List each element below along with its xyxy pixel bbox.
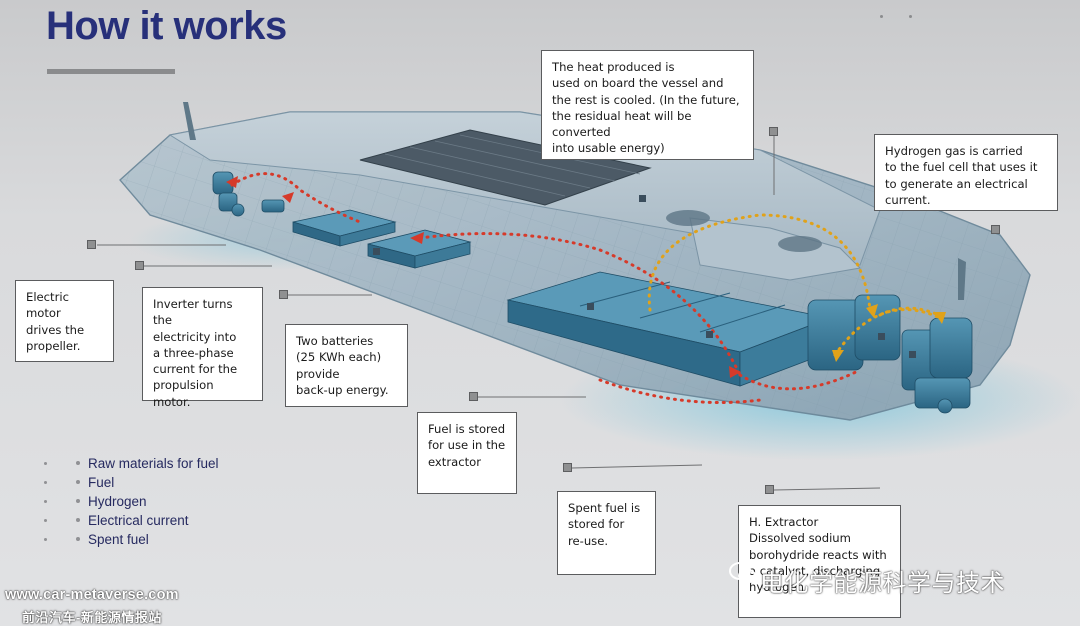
callout-marker bbox=[279, 290, 288, 299]
callout-marker bbox=[135, 261, 144, 270]
watermark-url: www.car-metaverse.com bbox=[5, 587, 179, 603]
hydrogen-path-2 bbox=[833, 308, 942, 357]
ship-markers bbox=[373, 195, 916, 358]
callout-fuel-stored: Fuel is stored for use in the extractor bbox=[417, 412, 517, 494]
deck-hatch-2 bbox=[778, 236, 822, 252]
hydrogen-path-3 bbox=[878, 306, 947, 320]
electric-arrow bbox=[729, 366, 741, 378]
watermark-channel: 电化学能源科学与技术 bbox=[760, 570, 1005, 597]
electric-arrow bbox=[282, 192, 294, 203]
legend-item: Fuel bbox=[44, 473, 219, 492]
bow-mast bbox=[958, 258, 966, 300]
hydrogen-arrow bbox=[832, 350, 844, 362]
electric-current-path bbox=[230, 172, 862, 391]
callout-inverter: Inverter turns the electricity into a th… bbox=[142, 287, 263, 409]
legend: Raw materials for fuel Fuel Hydrogen Ele… bbox=[44, 454, 219, 549]
callout-heat: The heat produced is used on board the v… bbox=[541, 50, 754, 160]
callout-marker bbox=[991, 225, 1000, 234]
callout-electric-motor: Electric motor drives the propeller. bbox=[15, 280, 114, 362]
legend-label: Electrical current bbox=[88, 513, 189, 528]
callout-marker bbox=[87, 240, 96, 249]
fuel-tanks bbox=[506, 271, 832, 387]
decor-dot bbox=[880, 15, 883, 18]
inverter-units bbox=[292, 209, 472, 269]
electric-arrow bbox=[226, 176, 238, 188]
watermark-subtitle: 前沿汽车-新能源情报站 bbox=[22, 610, 162, 625]
callout-marker bbox=[563, 463, 572, 472]
callout-batteries: Two batteries (25 KWh each) provide back… bbox=[285, 324, 408, 407]
legend-label: Hydrogen bbox=[88, 494, 147, 509]
propulsion-motor bbox=[212, 171, 285, 217]
callout-hydrogen: Hydrogen gas is carried to the fuel cell… bbox=[874, 134, 1058, 211]
legend-item: Hydrogen bbox=[44, 492, 219, 511]
leader-lines bbox=[97, 136, 881, 491]
legend-label: Raw materials for fuel bbox=[88, 456, 219, 471]
deckhouse bbox=[689, 217, 862, 281]
legend-item: Raw materials for fuel bbox=[44, 454, 219, 473]
deck-hatch bbox=[666, 210, 710, 226]
extractor-unit bbox=[807, 294, 973, 414]
legend-label: Spent fuel bbox=[88, 532, 149, 547]
electric-arrow bbox=[410, 232, 424, 244]
title-underline bbox=[47, 69, 175, 74]
callout-marker bbox=[469, 392, 478, 401]
solar-panel bbox=[359, 129, 652, 206]
legend-item: Spent fuel bbox=[44, 530, 219, 549]
callout-extractor: H. Extractor Dissolved sodium borohydrid… bbox=[738, 505, 901, 618]
legend-item: Electrical current bbox=[44, 511, 219, 530]
hydrogen-arrow bbox=[934, 312, 946, 324]
wechat-logo-icon bbox=[729, 562, 756, 584]
decor-dot bbox=[909, 15, 912, 18]
solar-panel-grid bbox=[384, 134, 641, 197]
stern-mast bbox=[183, 102, 196, 140]
hydrogen-path bbox=[647, 213, 872, 312]
callout-marker bbox=[765, 485, 774, 494]
callout-spent-fuel: Spent fuel is stored for re-use. bbox=[557, 491, 656, 575]
hydrogen-arrow bbox=[866, 304, 878, 318]
callout-marker bbox=[769, 127, 778, 136]
legend-label: Fuel bbox=[88, 475, 115, 490]
electric-current-path-2 bbox=[598, 378, 762, 404]
page-title: How it works bbox=[46, 4, 287, 48]
